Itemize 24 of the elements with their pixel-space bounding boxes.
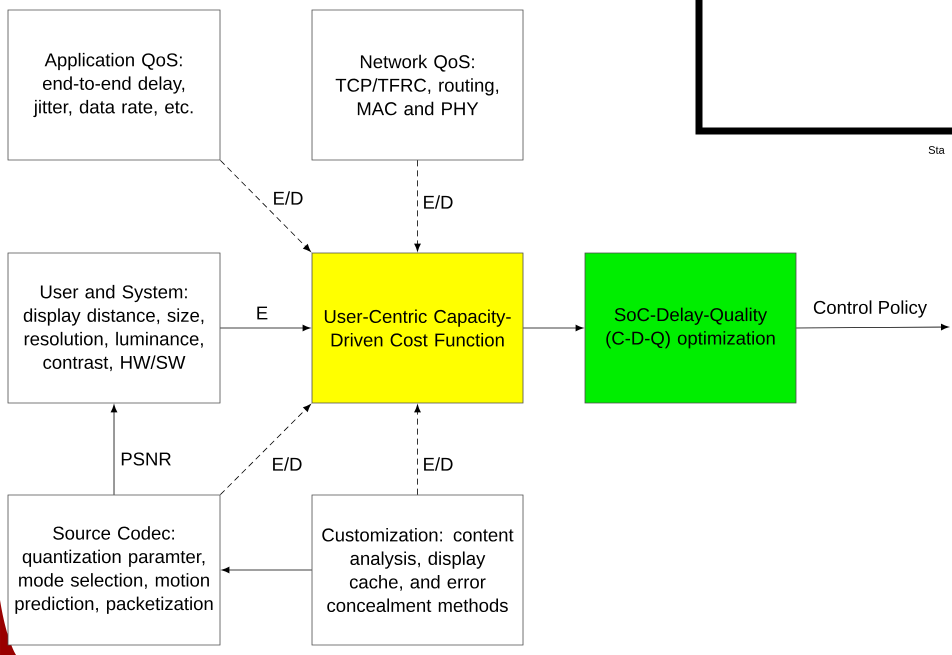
arrow bbox=[523, 324, 584, 332]
process-box: User and System: display distance, size, resolution, luminance, contrast, HW/SW bbox=[8, 252, 220, 404]
arrow bbox=[796, 324, 949, 330]
edge-label: E bbox=[254, 306, 270, 320]
arrow bbox=[220, 160, 311, 252]
process-box: Customization: content analysis, display cache, and error concealment methods bbox=[312, 494, 524, 646]
process-box: Network QoS: TCP/TFRC, routing, MAC and PHY bbox=[312, 10, 524, 160]
arrow bbox=[220, 324, 310, 332]
process-box: Application QoS: end-to-end delay, jitter, data rate, etc. bbox=[8, 10, 220, 160]
edge-label: Control Policy bbox=[812, 299, 928, 319]
cost-function-box: User-Centric Capacity-Driven Cost Function bbox=[312, 252, 524, 404]
edge-label: E/D bbox=[422, 456, 454, 472]
optimization-box: SoC-Delay-Quality (C-D-Q) optimization bbox=[584, 252, 796, 404]
process-box: Source Codec: quantization paramter, mode selection, motion prediction, packetization bbox=[8, 494, 220, 646]
arrow bbox=[414, 404, 421, 495]
edge-label: E/D bbox=[272, 190, 304, 206]
edge-label: E/D bbox=[422, 194, 454, 210]
arrow bbox=[222, 566, 312, 574]
arrow bbox=[414, 160, 421, 252]
caption-fragment: Sta bbox=[928, 146, 945, 154]
arrow bbox=[220, 404, 311, 495]
arrow bbox=[110, 404, 118, 495]
edge-label: PSNR bbox=[119, 451, 173, 467]
edge-label: E/D bbox=[270, 456, 304, 472]
